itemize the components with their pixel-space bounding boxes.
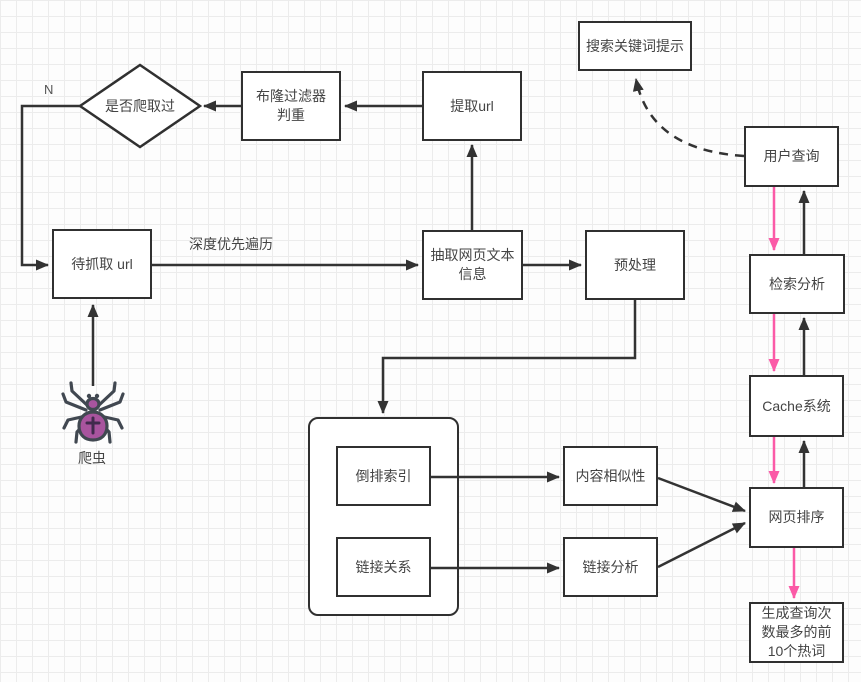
node-label: 待抓取 url <box>71 255 133 272</box>
edge-userquery-to-keywordhint-dashed <box>632 78 745 158</box>
node-label: 网页排序 <box>768 509 825 525</box>
node-link-analysis[interactable]: 链接分析 <box>563 537 658 597</box>
node-keyword-hint[interactable]: 搜索关键词提示 <box>578 21 692 71</box>
node-label: 用户查询 <box>763 148 820 164</box>
node-label-line: 10个热词 <box>767 643 826 659</box>
node-label: 链接关系 <box>355 558 412 575</box>
node-label: 检索分析 <box>769 275 825 292</box>
node-inverted-index[interactable]: 倒排索引 <box>336 446 431 506</box>
node-extract-url[interactable]: 提取url <box>422 71 522 141</box>
diamond-shape <box>78 63 202 149</box>
node-decision-crawled[interactable]: 是否爬取过 <box>78 63 202 149</box>
node-preprocess[interactable]: 预处理 <box>585 230 685 300</box>
node-label: 链接分析 <box>582 558 639 575</box>
node-pending-url[interactable]: 待抓取 url <box>52 229 152 299</box>
branch-label-n: N <box>44 82 54 97</box>
node-retrieval-analysis[interactable]: 检索分析 <box>749 254 845 314</box>
node-extract-text[interactable]: 抽取网页文本 信息 <box>422 230 523 300</box>
crawler-label: 爬虫 <box>78 450 106 466</box>
node-label-line: 信息 <box>458 266 487 282</box>
node-page-rank[interactable]: 网页排序 <box>749 487 844 548</box>
node-hot-words[interactable]: 生成查询次 数最多的前 10个热词 <box>749 602 844 663</box>
node-label-line: 生成查询次 <box>761 605 832 621</box>
node-link-relation[interactable]: 链接关系 <box>336 537 431 597</box>
edge-preprocess-to-indexstore <box>377 300 637 414</box>
node-label: 提取url <box>450 97 494 114</box>
node-label-line: 抽取网页文本 <box>430 247 515 263</box>
node-label: 预处理 <box>614 256 656 273</box>
node-label-line: 布隆过滤器 <box>256 88 326 104</box>
node-label: 是否爬取过 <box>105 98 175 114</box>
edge-contentsim-to-pagerank <box>657 476 746 513</box>
node-label: 搜索关键词提示 <box>586 37 684 54</box>
edge-linkanalysis-to-pagerank <box>657 521 746 569</box>
node-label-line: 数最多的前 <box>761 624 832 640</box>
node-content-similarity[interactable]: 内容相似性 <box>563 446 658 506</box>
node-label: 倒排索引 <box>355 467 412 484</box>
spider-icon[interactable] <box>61 381 125 444</box>
node-label: 内容相似性 <box>575 467 646 484</box>
node-cache-system[interactable]: Cache系统 <box>749 375 844 437</box>
node-label-line: 判重 <box>277 107 305 123</box>
edge-label-dfs: 深度优先遍历 <box>189 236 273 252</box>
node-bloom-filter[interactable]: 布隆过滤器 判重 <box>241 71 341 141</box>
node-label: Cache系统 <box>762 397 831 414</box>
node-user-query[interactable]: 用户查询 <box>744 126 839 187</box>
